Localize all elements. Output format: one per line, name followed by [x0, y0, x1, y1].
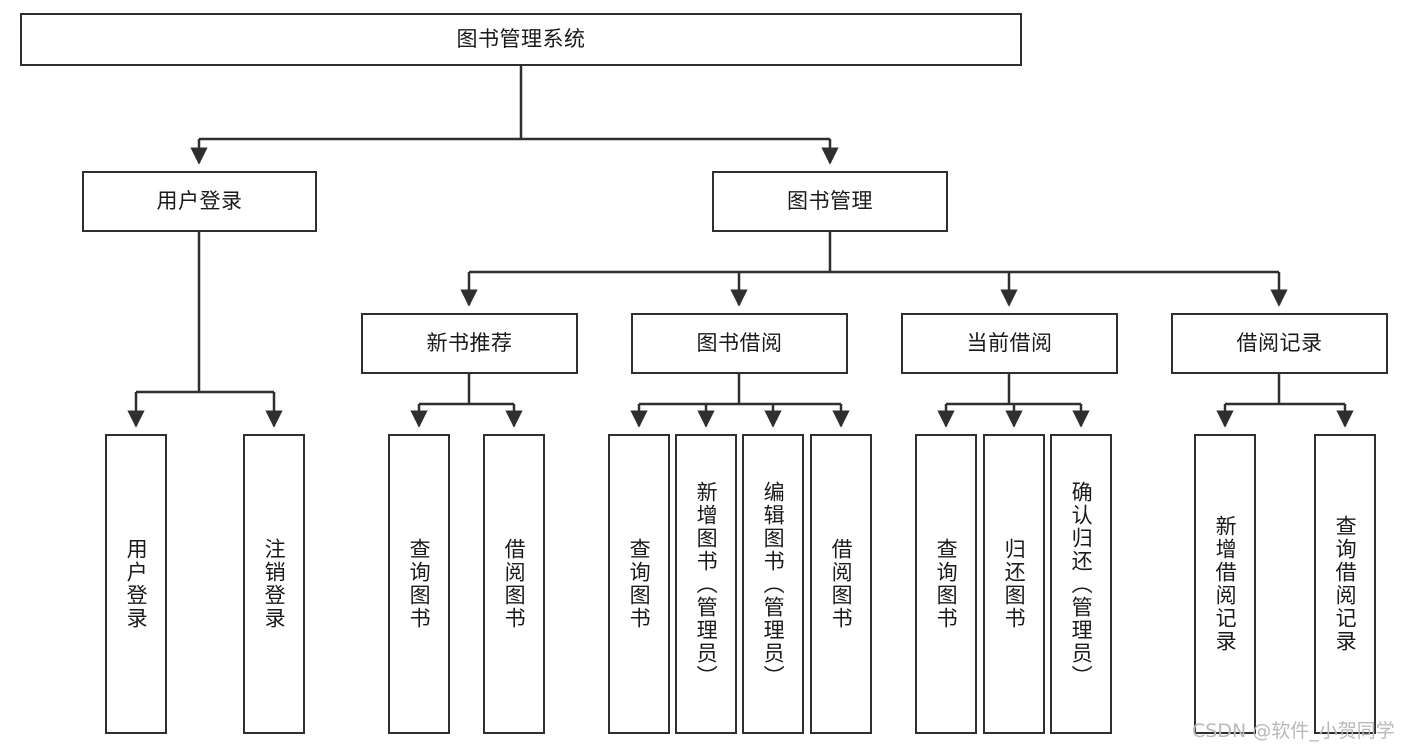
node-label: 用户登录: [156, 189, 243, 214]
node-borrow-record[interactable]: 借阅记录: [1171, 313, 1388, 374]
node-label: 归还图书: [1002, 538, 1027, 630]
node-leaf-return-book[interactable]: 归还图书: [983, 434, 1045, 734]
node-current-borrow[interactable]: 当前借阅: [901, 313, 1118, 374]
node-label: 图书管理系统: [456, 27, 586, 52]
node-leaf-query-book-2[interactable]: 查询图书: [608, 434, 670, 734]
node-leaf-query-book-3[interactable]: 查询图书: [915, 434, 977, 734]
node-label: 新书推荐: [426, 331, 513, 356]
node-label: 图书借阅: [696, 331, 783, 356]
watermark-text: CSDN @软件_小贺同学: [1192, 720, 1395, 742]
node-label: 查询图书: [934, 538, 959, 630]
node-label: 图书管理: [787, 189, 873, 214]
node-user-login[interactable]: 用户登录: [82, 171, 317, 232]
node-leaf-logout[interactable]: 注销登录: [243, 434, 305, 734]
node-new-book-recommend[interactable]: 新书推荐: [361, 313, 578, 374]
node-label: 查询图书: [627, 538, 652, 630]
node-label: 注销登录: [262, 538, 287, 630]
node-leaf-add-book[interactable]: 新增图书（管理员）: [675, 434, 737, 734]
node-book-borrow[interactable]: 图书借阅: [631, 313, 848, 374]
node-label: 编辑图书（管理员）: [761, 480, 786, 688]
node-leaf-user-login[interactable]: 用户登录: [105, 434, 167, 734]
node-leaf-query-book-1[interactable]: 查询图书: [388, 434, 450, 734]
node-leaf-edit-book[interactable]: 编辑图书（管理员）: [742, 434, 804, 734]
node-root-system[interactable]: 图书管理系统: [20, 13, 1022, 66]
node-leaf-add-record[interactable]: 新增借阅记录: [1194, 434, 1256, 734]
node-leaf-borrow-book-1[interactable]: 借阅图书: [483, 434, 545, 734]
node-label: 新增图书（管理员）: [694, 480, 719, 688]
node-label: 用户登录: [124, 538, 149, 630]
node-leaf-confirm-return[interactable]: 确认归还（管理员）: [1050, 434, 1112, 734]
node-label: 查询图书: [407, 538, 432, 630]
node-book-management[interactable]: 图书管理: [712, 171, 948, 232]
node-label: 查询借阅记录: [1333, 515, 1358, 653]
node-leaf-query-record[interactable]: 查询借阅记录: [1314, 434, 1376, 734]
node-label: 借阅图书: [829, 538, 854, 630]
node-label: 借阅图书: [502, 538, 527, 630]
node-leaf-borrow-book-2[interactable]: 借阅图书: [810, 434, 872, 734]
node-label: 当前借阅: [966, 331, 1053, 356]
node-label: 确认归还（管理员）: [1069, 480, 1094, 688]
node-label: 借阅记录: [1236, 331, 1323, 356]
node-label: 新增借阅记录: [1213, 515, 1238, 653]
